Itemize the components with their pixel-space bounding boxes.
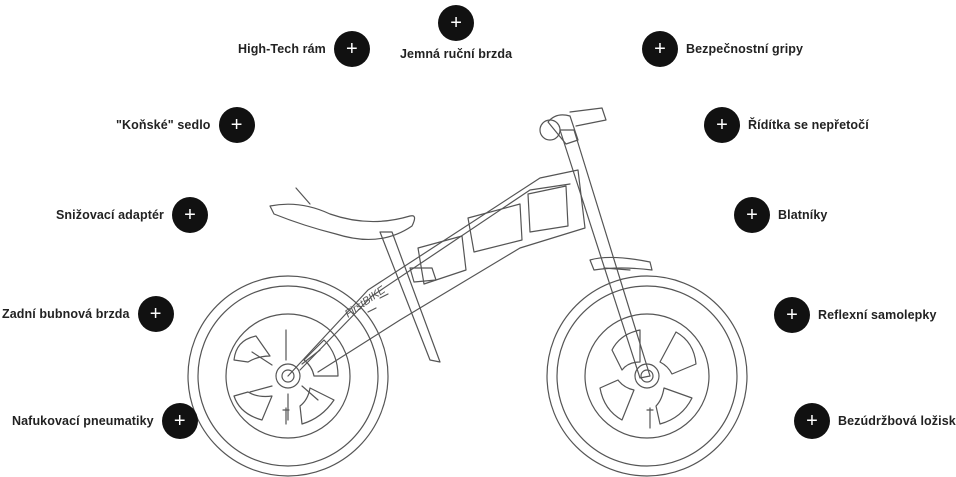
- hotspot-konske-sedlo[interactable]: "Koňské" sedlo +: [116, 107, 255, 143]
- hotspot-label: Bezúdržbová ložiska: [838, 414, 956, 428]
- hotspot-label: Reflexní samolepky: [818, 308, 937, 322]
- hotspot-label: High-Tech rám: [238, 42, 326, 56]
- hotspot-label: Blatníky: [778, 208, 828, 222]
- hotspot-snizovaci-adapter[interactable]: Snižovací adaptér +: [56, 197, 208, 233]
- hotspot-bezudrzbova-loziska[interactable]: + Bezúdržbová ložiska: [794, 403, 956, 439]
- plus-icon[interactable]: +: [218, 107, 255, 143]
- plus-icon[interactable]: +: [704, 107, 740, 143]
- hotspot-nafukovaci-pneumatiky[interactable]: Nafukovací pneumatiky +: [12, 403, 198, 439]
- plus-icon[interactable]: +: [642, 31, 678, 67]
- plus-icon[interactable]: +: [137, 296, 174, 332]
- hotspot-label: Nafukovací pneumatiky: [12, 414, 154, 428]
- plus-icon[interactable]: +: [774, 297, 810, 333]
- hotspot-blatniky[interactable]: + Blatníky: [734, 197, 827, 233]
- frame: [287, 169, 586, 377]
- plus-icon[interactable]: +: [438, 5, 475, 41]
- hotspot-label: Řídítka se nepřetočí: [748, 118, 869, 132]
- plus-icon[interactable]: +: [333, 31, 370, 67]
- plus-icon[interactable]: +: [794, 403, 830, 439]
- seat: [269, 187, 441, 363]
- hotspot-label: Jemná ruční brzda: [400, 47, 513, 61]
- hotspot-high-tech-ram[interactable]: High-Tech rám +: [238, 31, 370, 67]
- hotspot-label: Zadní bubnová brzda: [2, 307, 130, 321]
- plus-icon[interactable]: +: [172, 197, 208, 233]
- rear-wheel: [187, 275, 389, 477]
- hotspot-bezpecnostni-gripy[interactable]: + Bezpečnostní gripy: [642, 31, 803, 67]
- plus-icon[interactable]: +: [161, 403, 198, 439]
- front-wheel: [546, 275, 748, 477]
- plus-icon[interactable]: +: [734, 197, 770, 233]
- hotspot-label: Bezpečnostní gripy: [686, 42, 804, 56]
- fork-and-handlebar: [539, 107, 653, 379]
- hotspot-jemna-rucni-brzda[interactable]: + Jemná ruční brzda: [400, 5, 512, 61]
- hotspot-label: "Koňské" sedlo: [116, 118, 211, 132]
- hotspot-zadni-bubnova-brzda[interactable]: Zadní bubnová brzda +: [2, 296, 174, 332]
- hotspot-riditka[interactable]: + Řídítka se nepřetočí: [704, 107, 869, 143]
- frame-brand-text: FirstBIKE: [343, 284, 388, 321]
- hotspot-reflexni-samolepky[interactable]: + Reflexní samolepky: [774, 297, 937, 333]
- hotspot-label: Snižovací adaptér: [56, 208, 164, 222]
